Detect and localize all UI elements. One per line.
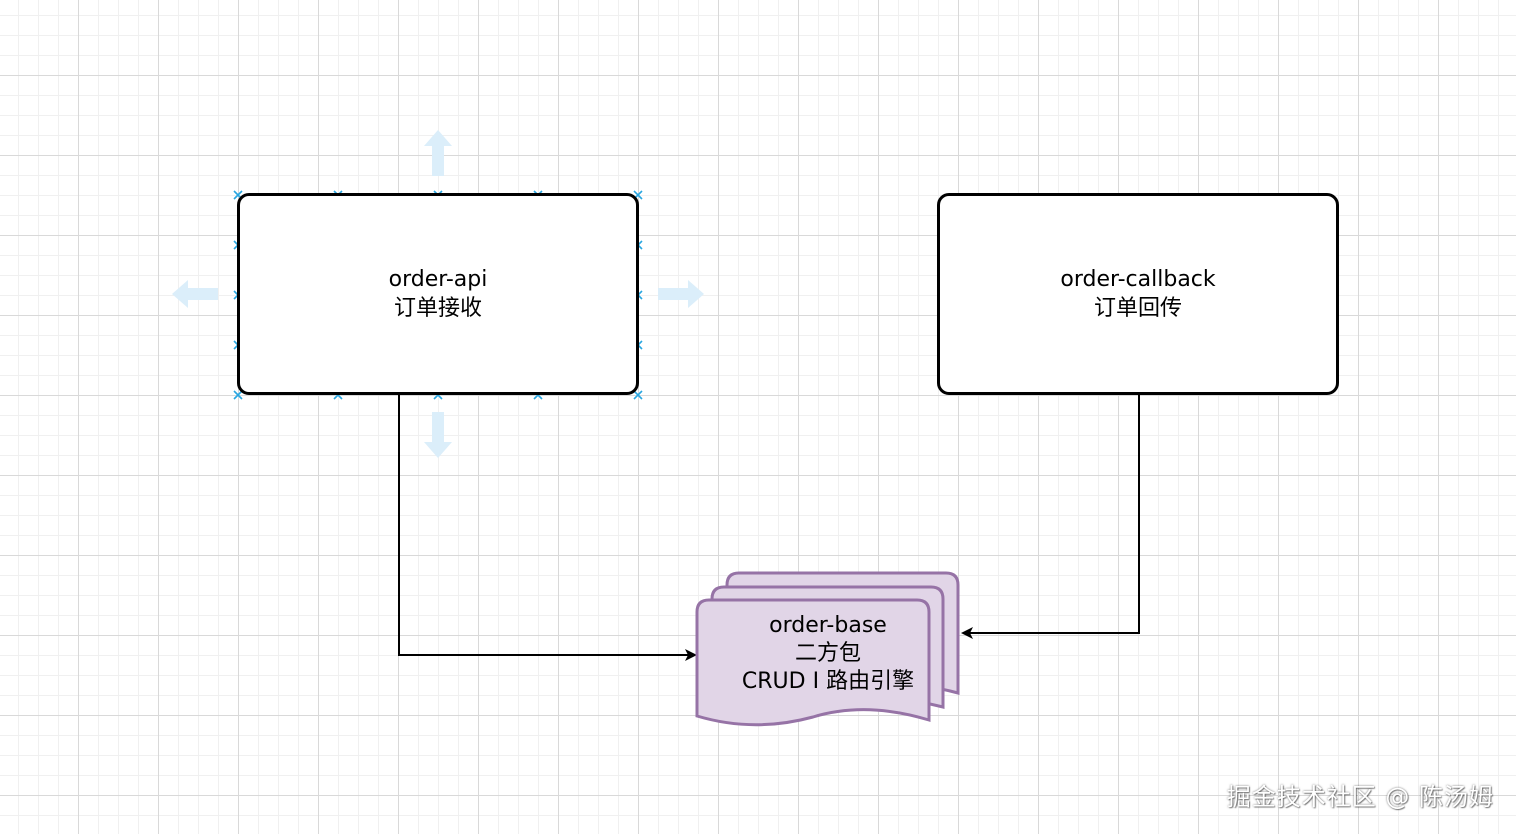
hover-arrow-right-icon[interactable] — [658, 280, 704, 308]
watermark-author: 陈汤姆 — [1419, 783, 1494, 811]
order-base-type: 二方包 — [794, 641, 861, 666]
selection-handle-icon[interactable] — [633, 390, 643, 400]
hover-arrow-down-icon[interactable] — [424, 412, 452, 458]
order-base-title: order-base — [769, 613, 887, 638]
node-order-callback-title: order-callback — [1060, 267, 1216, 292]
watermark-site: 掘金技术社区 — [1226, 783, 1377, 811]
node-order-callback-subtitle: 订单回传 — [1093, 296, 1182, 321]
order-base-package-shape[interactable] — [695, 571, 960, 727]
hover-arrow-up-icon[interactable] — [424, 130, 452, 176]
node-order-api-title: order-api — [388, 267, 488, 292]
node-order-callback[interactable]: order-callback 订单回传 — [937, 193, 1339, 395]
hover-arrow-left-icon[interactable] — [172, 280, 218, 308]
order-base-features: CRUD I 路由引擎 — [741, 669, 915, 694]
edge-callback-to-base[interactable] — [961, 395, 1140, 639]
node-order-api-subtitle: 订单接收 — [393, 296, 482, 321]
watermark-at: @ — [1385, 783, 1411, 811]
node-order-api[interactable]: order-api 订单接收 — [237, 193, 639, 395]
watermark: 掘金技术社区 @ 陈汤姆 — [1227, 777, 1494, 812]
edge-api-to-base[interactable] — [398, 395, 697, 661]
order-base-label[interactable]: order-base 二方包 CRUD I 路由引擎 — [716, 612, 940, 696]
